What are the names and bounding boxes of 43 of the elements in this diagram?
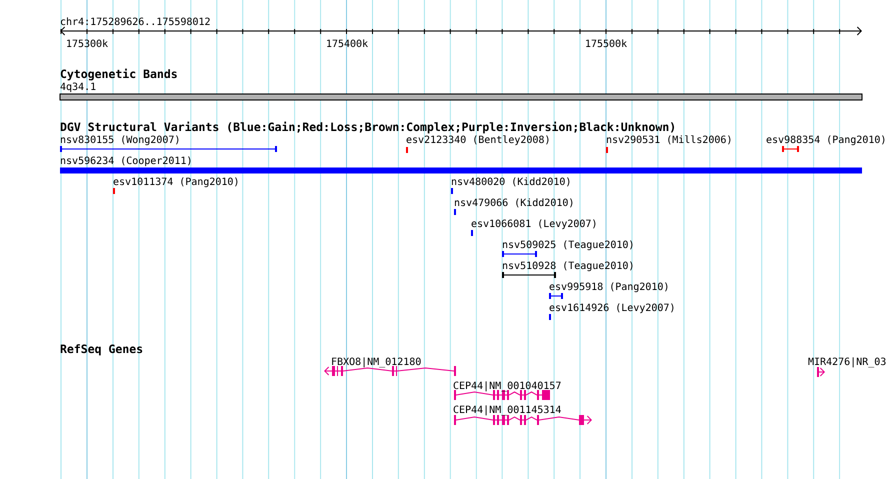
variant-feature: nsv596234 (Cooper2011) xyxy=(60,156,862,174)
node-label: esv2123340 (Bentley2008) xyxy=(406,135,548,146)
node-label: CEP44|NM_001040157 xyxy=(454,381,561,392)
node-label: esv995918 (Pang2010) xyxy=(550,282,668,292)
variant-feature: esv995918 (Pang2010) xyxy=(548,282,668,299)
node-label: nsv830155 (Wong2007) xyxy=(60,135,178,146)
tick-label: 175500k xyxy=(586,39,627,48)
tick-label: 175300k xyxy=(67,39,108,48)
gene-model: CEP44|NM_001040157 xyxy=(454,381,561,400)
variant-feature: nsv509025 (Teague2010) xyxy=(502,240,632,257)
node-label: nsv509025 (Teague2010) xyxy=(502,240,632,250)
node-label: esv1614926 (Levy2007) xyxy=(550,303,674,314)
variant-feature: esv1614926 (Levy2007) xyxy=(549,303,674,320)
variant-feature: nsv830155 (Wong2007) xyxy=(60,135,278,152)
variant-feature: nsv480020 (Kidd2010) xyxy=(451,177,570,194)
track-title: Cytogenetic Bands xyxy=(60,68,177,80)
node-label: nsv596234 (Cooper2011) xyxy=(60,156,190,166)
variant-feature: esv2123340 (Bentley2008) xyxy=(406,135,548,153)
node-label: nsv510928 (Teague2010) xyxy=(502,261,632,272)
variant-feature: nsv290531 (Mills2006) xyxy=(606,135,730,153)
node-label: MIR4276|NR_03 xyxy=(808,357,886,368)
variant-feature: esv1066081 (Levy2007) xyxy=(471,219,596,236)
node-label: CEP44|NM_001145314 xyxy=(454,405,561,416)
gene-model: MIR4276|NR_03 xyxy=(808,357,886,377)
variant-feature: esv1011374 (Pang2010) xyxy=(113,177,238,194)
node-label: nsv290531 (Mills2006) xyxy=(606,135,730,144)
node-label: FBXO8|NM_012180 xyxy=(332,357,421,368)
node-label: esv1011374 (Pang2010) xyxy=(114,177,238,188)
gene-model: FBXO8|NM_012180 xyxy=(324,357,456,376)
node-label: nsv480020 (Kidd2010) xyxy=(452,177,570,186)
region-label: chr4:175289626..175598012 xyxy=(60,17,210,26)
variant-feature: nsv510928 (Teague2010) xyxy=(502,261,632,278)
node-label: esv1066081 (Levy2007) xyxy=(472,219,596,230)
gene-model: CEP44|NM_001145314 xyxy=(454,405,592,425)
node-label: esv988354 (Pang2010) xyxy=(766,135,884,146)
track-title: DGV Structural Variants (Blue:Gain;Red:Loss;Brown:Complex;Purple:Inversion;Black:Unknown) xyxy=(60,122,674,134)
node-label: 4q34.1 xyxy=(60,82,96,92)
variant-feature: esv988354 (Pang2010) xyxy=(766,135,884,152)
track-title: RefSeq Genes xyxy=(60,344,142,356)
node-label: nsv479066 (Kidd2010) xyxy=(454,198,572,208)
tick-label: 175400k xyxy=(327,39,368,48)
variant-feature: nsv479066 (Kidd2010) xyxy=(454,198,572,215)
cytoband-bar: 4q34.1 xyxy=(60,82,862,100)
